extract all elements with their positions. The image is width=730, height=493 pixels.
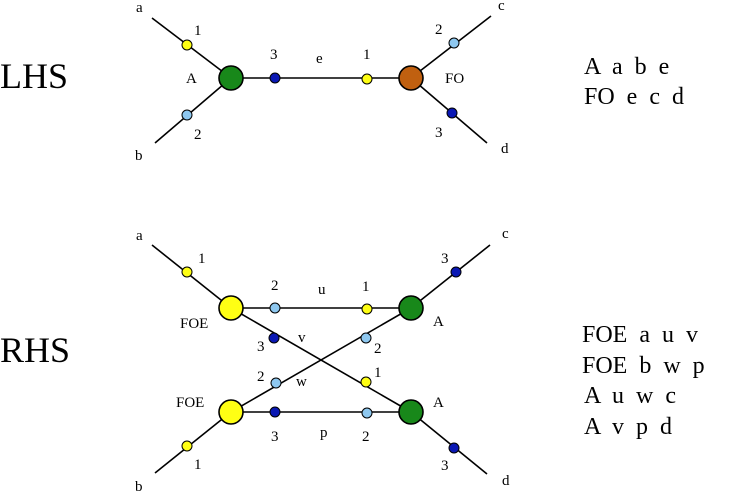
- rhs-edge-p-label: p: [320, 425, 328, 441]
- rhs-port-w-A-label: 2: [374, 341, 382, 357]
- rhs-node-A-top: [398, 295, 424, 321]
- lhs-port-e-A: [269, 72, 281, 84]
- rhs-edge-w: [230, 307, 412, 413]
- lhs-port-e-FO-label: 1: [363, 47, 371, 63]
- rhs-port-p-A-label: 2: [362, 429, 370, 445]
- lhs-title: LHS: [0, 56, 68, 96]
- rhs-node-foe-bottom-label: FOE: [176, 395, 204, 411]
- lhs-port-b-label: 2: [194, 127, 202, 143]
- lhs-node-A-label: A: [186, 71, 197, 87]
- rhs-port-b-label: 1: [194, 457, 202, 473]
- lhs-node-FO-label: FO: [445, 71, 464, 87]
- lhs-ext-b: b: [135, 148, 143, 164]
- rhs-port-p-foe: [269, 406, 281, 418]
- lhs-ext-a: a: [136, 0, 143, 16]
- rhs-title: RHS: [0, 330, 70, 370]
- rhs-term-1: FOE a u v: [582, 322, 698, 348]
- rhs-edge-a: [151, 244, 232, 309]
- rhs-node-A-bottom: [398, 399, 424, 425]
- rhs-port-c-label: 3: [441, 251, 449, 267]
- lhs-port-c: [448, 37, 460, 49]
- rhs-node-foe-bottom: [218, 399, 244, 425]
- lhs-node-A: [218, 65, 244, 91]
- lhs-ext-d: d: [501, 141, 509, 157]
- lhs-port-d-label: 3: [435, 125, 443, 141]
- rhs-term-3: A u w c: [584, 383, 676, 409]
- rhs-ext-d: d: [502, 473, 510, 489]
- lhs-term-2: FO e c d: [584, 84, 684, 110]
- rhs-ext-b: b: [135, 479, 143, 493]
- rhs-term-2: FOE b w p: [582, 353, 705, 379]
- rhs-node-foe-top: [218, 295, 244, 321]
- lhs-port-e-FO: [361, 73, 373, 85]
- rhs-port-w-foe: [270, 377, 282, 389]
- rhs-edge-w-label: w: [296, 374, 307, 390]
- rhs-port-v-A: [360, 376, 372, 388]
- lhs-port-a-label: 1: [194, 23, 202, 39]
- rhs-edge-v-label: v: [298, 330, 306, 346]
- rhs-port-b: [181, 440, 193, 452]
- rhs-edge-c: [410, 244, 491, 309]
- rhs-port-c: [450, 266, 462, 278]
- rhs-port-w-A: [360, 332, 372, 344]
- rhs-edge-u-label: u: [318, 282, 326, 298]
- rhs-port-p-foe-label: 3: [271, 429, 279, 445]
- lhs-edge-b: [154, 77, 232, 144]
- rhs-port-v-foe-label: 3: [257, 339, 265, 355]
- rhs-port-a: [181, 266, 193, 278]
- rhs-port-d-label: 3: [441, 458, 449, 474]
- rhs-ext-a: a: [136, 228, 143, 244]
- rhs-port-v-A-label: 1: [374, 365, 382, 381]
- lhs-port-c-label: 2: [435, 22, 443, 38]
- lhs-ext-c: c: [498, 0, 505, 14]
- lhs-port-a: [181, 39, 193, 51]
- lhs-node-FO: [398, 65, 424, 91]
- lhs-port-e-A-label: 3: [270, 47, 278, 63]
- rhs-node-A-bottom-label: A: [433, 395, 444, 411]
- rhs-port-u-foe-label: 2: [271, 278, 279, 294]
- rhs-port-u-foe: [269, 302, 281, 314]
- rhs-port-a-label: 1: [198, 251, 206, 267]
- rhs-ext-c: c: [502, 226, 509, 242]
- lhs-edge-e-label: e: [316, 51, 323, 67]
- lhs-port-d: [446, 107, 458, 119]
- lhs-term-1: A a b e: [584, 54, 669, 80]
- rhs-node-A-top-label: A: [433, 314, 444, 330]
- rhs-port-u-A-label: 1: [362, 279, 370, 295]
- rhs-node-foe-top-label: FOE: [180, 316, 208, 332]
- rhs-edge-d: [410, 411, 488, 475]
- lhs-port-b: [181, 109, 193, 121]
- rhs-edge-b: [154, 411, 232, 474]
- rhs-port-d: [448, 442, 460, 454]
- rhs-port-w-foe-label: 2: [257, 369, 265, 385]
- rhs-term-4: A v p d: [584, 414, 672, 440]
- rhs-port-p-A: [361, 407, 373, 419]
- rhs-port-u-A: [361, 303, 373, 315]
- rhs-port-v-foe: [268, 332, 280, 344]
